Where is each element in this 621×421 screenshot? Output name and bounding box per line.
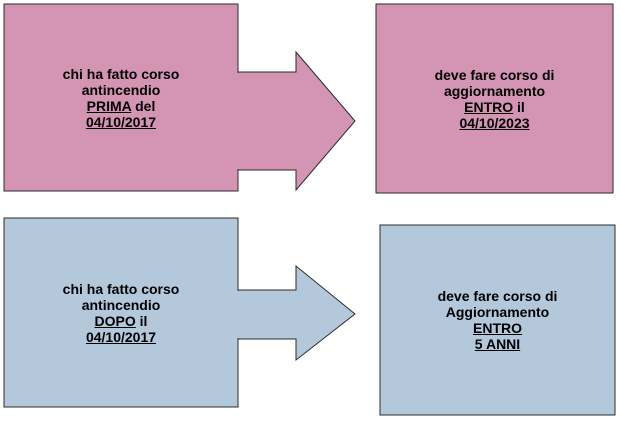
bottom-right-text: deve fare corso di Aggiornamento ENTRO 5… <box>380 225 615 415</box>
bottom-left-line2: antincendio <box>81 296 161 313</box>
bottom-left-date: 04/10/2017 <box>85 328 157 345</box>
top-left-line1: chi ha fatto corso <box>62 65 180 82</box>
top-left-box-fill-fix <box>3 3 239 192</box>
bottom-left-line3-emphasis: DOPO <box>94 312 136 329</box>
bottom-right-line1: deve fare corso di <box>437 288 558 304</box>
top-connector-arrow <box>237 50 356 192</box>
bottom-right-line2: Aggiornamento <box>445 304 550 320</box>
top-right-line3-emphasis: ENTRO <box>464 98 514 115</box>
bottom-left-line3: DOPO il <box>95 313 148 329</box>
top-left-line3-rest: del <box>131 97 156 114</box>
top-left-line3: PRIMA del <box>87 98 156 114</box>
top-left-line2: antincendio <box>81 81 161 98</box>
bottom-left-text: chi ha fatto corso antincendio DOPO il 0… <box>4 218 238 407</box>
bottom-right-line4: 5 ANNI <box>474 336 521 352</box>
top-left-line3-emphasis: PRIMA <box>86 97 132 114</box>
top-right-line3-rest: il <box>513 98 525 115</box>
bottom-left-line1: chi ha fatto corso <box>62 280 180 297</box>
top-right-line3: ENTRO il <box>464 99 525 115</box>
bottom-right-box <box>379 224 616 416</box>
top-right-text: deve fare corso di aggiornamento ENTRO i… <box>376 4 613 193</box>
bottom-right-line3: ENTRO <box>473 320 522 336</box>
top-left-date: 04/10/2017 <box>85 113 157 130</box>
top-right-line2: aggiornamento <box>443 82 546 99</box>
top-right-line1: deve fare corso di <box>434 66 555 83</box>
bottom-connector-arrow <box>237 264 356 362</box>
top-left-text: chi ha fatto corso antincendio PRIMA del… <box>4 4 238 191</box>
top-right-box <box>375 3 614 194</box>
top-right-date: 04/10/2023 <box>459 114 530 131</box>
bottom-left-box <box>3 217 239 408</box>
bottom-left-line3-rest: il <box>135 312 148 329</box>
